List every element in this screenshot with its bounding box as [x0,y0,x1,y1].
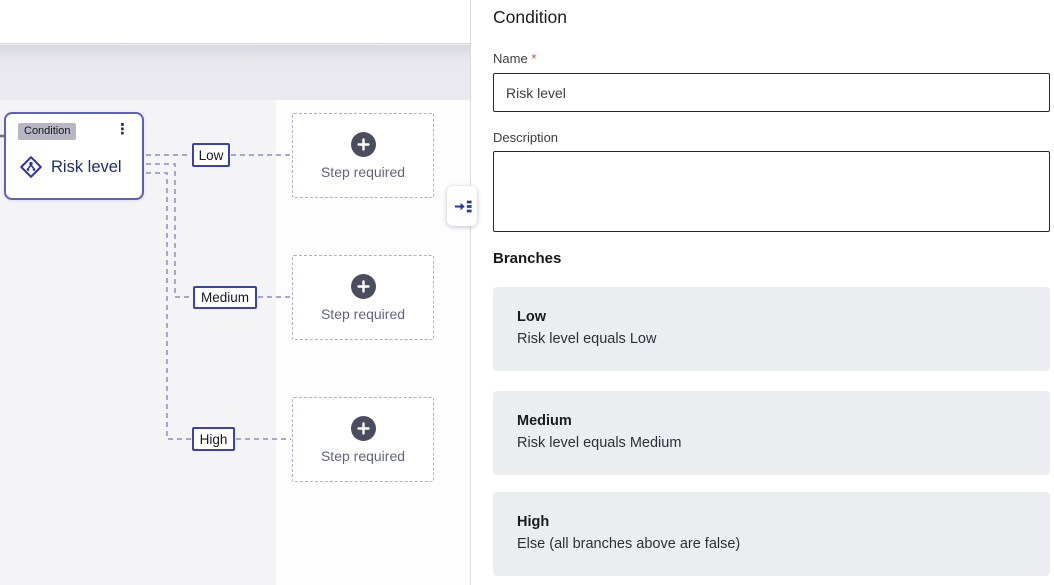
name-label-text: Name [493,51,528,66]
branch-condition: Risk level equals Low [517,331,657,347]
name-label: Name * [493,51,536,66]
connector-edges [0,134,291,440]
arrow-to-list-icon [454,200,472,212]
description-input[interactable] [493,151,1050,232]
branch-card-low[interactable]: Low Risk level equals Low [493,287,1050,371]
canvas-topbar [0,0,470,44]
branch-title: High [517,514,550,530]
step-placeholder-high[interactable]: Step required [292,397,434,482]
kebab-menu-icon[interactable]: ⋮ [115,121,130,138]
branch-label-high[interactable]: High [192,427,235,451]
branch-label-low[interactable]: Low [192,143,230,167]
step-placeholder-label: Step required [320,447,406,464]
branch-condition: Else (all branches above are false) [517,536,741,552]
branch-title: Low [517,309,546,325]
branch-card-high[interactable]: High Else (all branches above are false) [493,492,1050,576]
branch-condition: Risk level equals Medium [517,435,682,451]
required-asterisk: * [531,51,537,66]
node-title-row: Risk level [19,155,122,179]
condition-node[interactable]: Condition ⋮ Risk level [4,112,144,200]
panel-title: Condition [493,7,567,27]
condition-diamond-icon [20,156,42,178]
node-type-badge: Condition [18,123,77,140]
branch-title: Medium [517,413,572,429]
workflow-canvas[interactable]: Condition ⋮ Risk level Low Medium High S… [0,0,470,585]
canvas-gutter [0,45,470,100]
properties-panel: Condition Name * Description Branches Lo… [470,0,1054,585]
step-placeholder-medium[interactable]: Step required [292,255,434,340]
description-label: Description [493,130,559,145]
step-placeholder-label: Step required [320,305,406,322]
plus-icon [350,415,376,441]
branch-label-medium[interactable]: Medium [193,286,257,309]
collapse-panel-button[interactable] [447,186,477,226]
step-placeholder-low[interactable]: Step required [292,113,434,198]
branches-heading: Branches [493,250,562,267]
node-title: Risk level [51,157,122,176]
plus-icon [350,131,376,157]
name-input[interactable] [493,73,1050,112]
plus-icon [350,273,376,299]
step-placeholder-label: Step required [320,163,406,180]
branch-card-medium[interactable]: Medium Risk level equals Medium [493,391,1050,475]
